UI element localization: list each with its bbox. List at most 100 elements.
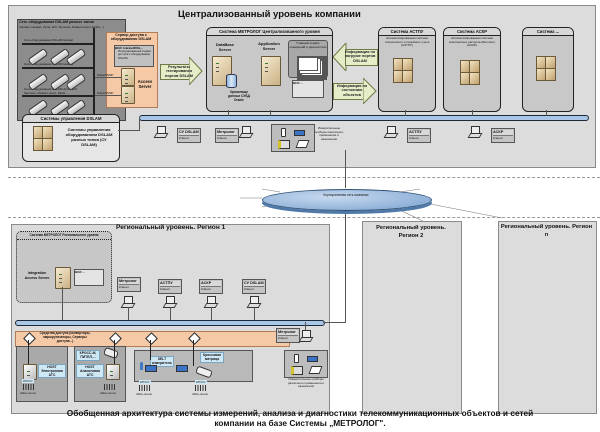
dslam-subnet-line-2 [22,67,93,69]
region2-title: Региональный уровень. Регион 2 [376,225,446,239]
workstation-icon [120,296,136,308]
integration-service-panel: ВСИ ... [74,269,104,286]
region1-instruments-label: Измерительные приборы различного примене… [288,377,324,389]
vsi-panel: ВСИ ... [292,80,324,98]
main-service-label: Главный сервис измерений и диагностики [289,41,327,49]
separator-dashed-top [8,177,600,178]
subscriber-lines-label: Абон.линии [192,392,209,396]
integration-vsi-label: ВСИ ... [75,270,85,274]
workstation-icon [383,126,399,138]
dslam-management-label: Системы управления оборудованием DSLAM р… [65,127,113,147]
region1-instruments-panel [284,350,328,378]
access-server-box-title: Сервер доступа к оборудованию DSLAM [110,33,152,41]
access-server-icon [121,86,135,104]
kross-label: КРОСС [22,379,34,383]
metrolog-central-title: Система МЕТРОЛОГ Централизованного уровн… [207,28,332,36]
instruments-panel [271,124,315,152]
status-info-arrow: Информация по состоянию объектов [333,78,377,104]
integration-server-icon [55,267,71,289]
telnet-link-1 [95,77,121,78]
dslam-subnet-line-1 [22,43,93,45]
main-service-panel: Главный сервис измерений и диагностики [288,40,328,78]
region1-network-bus [15,320,325,326]
host-analog-server-icon [106,364,120,380]
handheld-tester-icon [294,354,299,363]
cross-matrix-label: Кроссовая матрица [200,352,224,363]
rack-server-icon [42,138,53,151]
vsi-label: ВСИ ... [293,81,303,85]
status-info-text: Информация по состоянию объектов [336,84,368,97]
meter-icon [307,356,318,362]
regionN-title: Региональный уровень. Регион n [500,224,593,238]
diagram-caption-line1: Обобщенная архитектура системы измерений… [66,408,534,418]
handheld-tester-icon [281,128,286,137]
arrow-head-icon [363,78,377,104]
technician-icon [140,362,143,370]
selt-label: SELT измеритель [150,356,174,367]
workstation-icon [298,330,314,342]
telnet-link-2 [95,95,121,96]
region1-title: Региональный уровень. Регион 1 [116,224,226,231]
laptop-icon [308,366,323,374]
regionN-zone [498,221,597,414]
dslam-management-title: Системы управления DSLAM [23,115,119,123]
host-digital-server-icon [23,364,37,380]
workstation-icon [238,126,254,138]
subscriber-lines-icon [139,385,151,391]
workstation-icon [162,296,178,308]
app-server-icon [261,56,281,86]
app-server-label: Application Server [258,41,280,52]
dslam-subnet-line-3 [22,95,93,97]
db-storage-label: Хранилище данных СУБД Oracle [228,90,250,102]
database-icon [226,74,237,88]
selt-meter-icon [176,365,188,372]
corporate-link-down [345,206,346,226]
region2-zone [362,221,462,414]
dslam-subnet-label-3: Сеть оборудования DSLAM Zyxel, ECI, Siem… [24,87,78,95]
subscriber-lines-label: Абон.линии [100,391,117,395]
dslam-trunk-line [93,28,95,118]
dslam-mgmt-link [118,130,140,131]
workstation-icon [153,126,169,138]
meter-icon [294,130,305,136]
subscriber-lines-icon [23,384,35,390]
corporate-network-label: Корпоративная сеть компании [323,193,369,197]
arrow-head-icon [189,57,203,85]
system-askr-title: Система АСКР [444,28,500,36]
load-info-arrow: Информация по нагрузке портов DSLAM [333,43,378,71]
results-arrow: Результаты тестирования портов DSLAM [160,57,203,85]
access-service-title: ВСИ: Iskratel/DSL... [115,46,144,50]
access-service-desc: Интегрированный сервис доступа к оборудо… [118,49,152,60]
workstation-icon [246,296,262,308]
corporate-link-up [345,150,346,188]
results-arrow-text: Результаты тестирования портов DSLAM [165,65,193,78]
corporate-network-ellipse [262,189,432,211]
separator-dashed-bottom [8,217,600,218]
access-service-panel: ВСИ: Iskratel/DSL... Интегрированный сер… [114,45,154,67]
link-left-up [261,188,281,193]
selt-meter-icon [145,365,157,372]
documents-icon [298,57,318,71]
kross-label: КРОСС [195,380,207,384]
system-other-title: Система ... [523,28,573,36]
dslam-subnet-label-1: Сеть оборудования DSLAM Iskratel [24,38,73,42]
telnet-label-1: Telnet/SNMP [97,73,114,77]
laptop-icon [295,140,310,148]
db-server-label: DataBase Server [215,42,235,53]
system-astpu-box: Система АСТПУ Автоматизированная система… [378,27,436,112]
access-means-label: Средства доступа (конверторы, маршрутиза… [39,331,91,343]
central-network-bus [139,115,589,121]
dslam-subnet-label-2: Сеть оборудования DSLAM Huawei [24,62,74,66]
subscriber-lines-label: Абон.линии [20,391,37,395]
subscriber-lines-label: Абон.линии [136,392,153,396]
instruments-label: Измерительные приборы различного примене… [314,126,344,142]
